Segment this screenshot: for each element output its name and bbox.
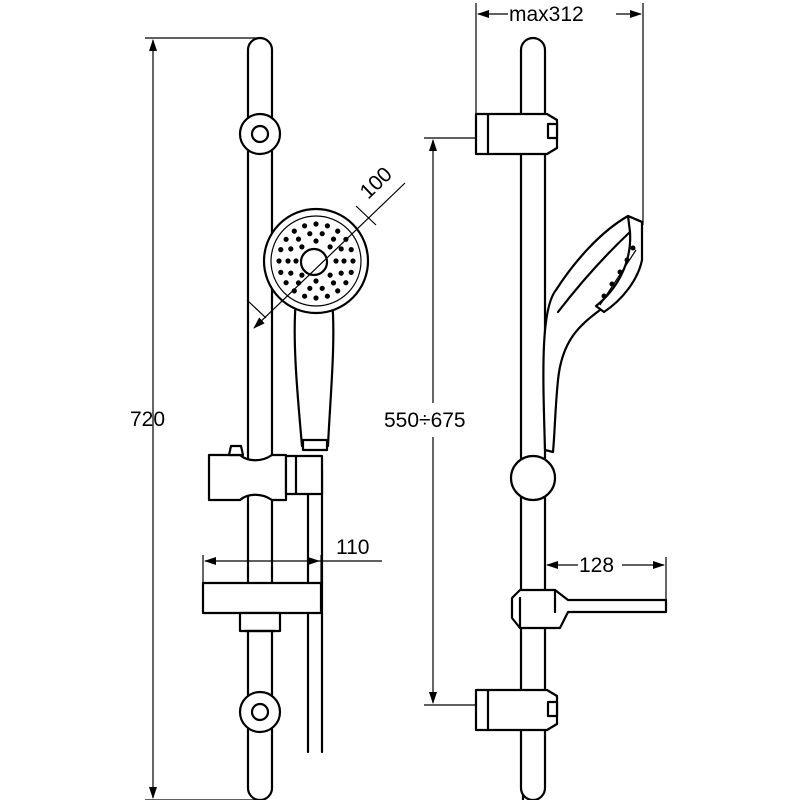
spray-nozzle [302, 293, 308, 299]
spray-nozzle [283, 280, 289, 286]
spray-nozzle [319, 285, 325, 291]
wall-bracket-bottom-side [474, 688, 559, 732]
spray-nozzle [313, 295, 319, 301]
spray-nozzle [348, 269, 354, 275]
dimension-720-label: 720 [130, 408, 165, 431]
spray-nozzle [302, 223, 308, 229]
spray-nozzle [299, 272, 305, 278]
spray-nozzle [338, 270, 344, 276]
spray-nozzle [350, 258, 356, 264]
hand-shower-side [542, 214, 644, 454]
spray-nozzle [278, 269, 284, 275]
spray-nozzle [330, 236, 337, 242]
dimension-550-675-label: 550÷675 [384, 409, 466, 432]
spray-nozzle [313, 221, 319, 227]
spray-nozzle [333, 258, 339, 264]
soap-dish-side [510, 588, 668, 630]
dimension-max312-label: max312 [509, 3, 584, 26]
spray-nozzle [283, 236, 289, 242]
spray-nozzle [313, 238, 319, 244]
spray-nozzle [338, 246, 344, 252]
slider-holder-side [509, 454, 557, 502]
dimension-max312: max312 [475, 0, 644, 225]
spray-nozzle [335, 228, 341, 234]
front-view: 720 100 [130, 36, 406, 802]
spray-nozzle [327, 244, 333, 250]
wall-bracket-top [238, 112, 282, 156]
slider-holder [207, 444, 324, 502]
spray-nozzle [324, 223, 330, 229]
spray-nozzle [307, 231, 313, 237]
spray-nozzle [313, 278, 319, 284]
spray-nozzle [335, 288, 341, 294]
spray-nozzle [324, 293, 330, 299]
dimension-110-label: 110 [336, 536, 369, 559]
spray-nozzle [288, 246, 294, 252]
soap-dish [201, 581, 323, 633]
spray-nozzle [278, 247, 284, 253]
spray-nozzle [327, 272, 333, 278]
spray-nozzle [319, 231, 325, 237]
hand-shower-handle [293, 298, 335, 448]
hand-shower-head [262, 207, 370, 315]
spray-nozzle [291, 288, 297, 294]
dimension-128-label: 128 [579, 554, 614, 577]
spray-nozzle [307, 285, 313, 291]
dimension-550-675: 550÷675 [384, 137, 490, 706]
spray-nozzle [330, 280, 337, 286]
wall-bracket-top-side [474, 112, 559, 156]
spray-nozzle [348, 247, 354, 253]
spray-nozzle [341, 258, 347, 264]
spray-nozzle [288, 270, 294, 276]
wall-bracket-bottom [238, 690, 282, 734]
spray-nozzle [299, 244, 305, 250]
spray-nozzle [343, 280, 349, 286]
spray-nozzle [295, 236, 302, 242]
side-view: max312 550÷675 [384, 0, 668, 802]
spray-nozzle [285, 258, 291, 264]
dimension-128: 128 [544, 550, 667, 600]
spray-nozzle [293, 258, 299, 264]
dimension-110: 110 [202, 536, 382, 583]
spray-nozzle [291, 228, 297, 234]
spray-nozzle [276, 258, 282, 264]
dimension-720: 720 [130, 37, 262, 801]
